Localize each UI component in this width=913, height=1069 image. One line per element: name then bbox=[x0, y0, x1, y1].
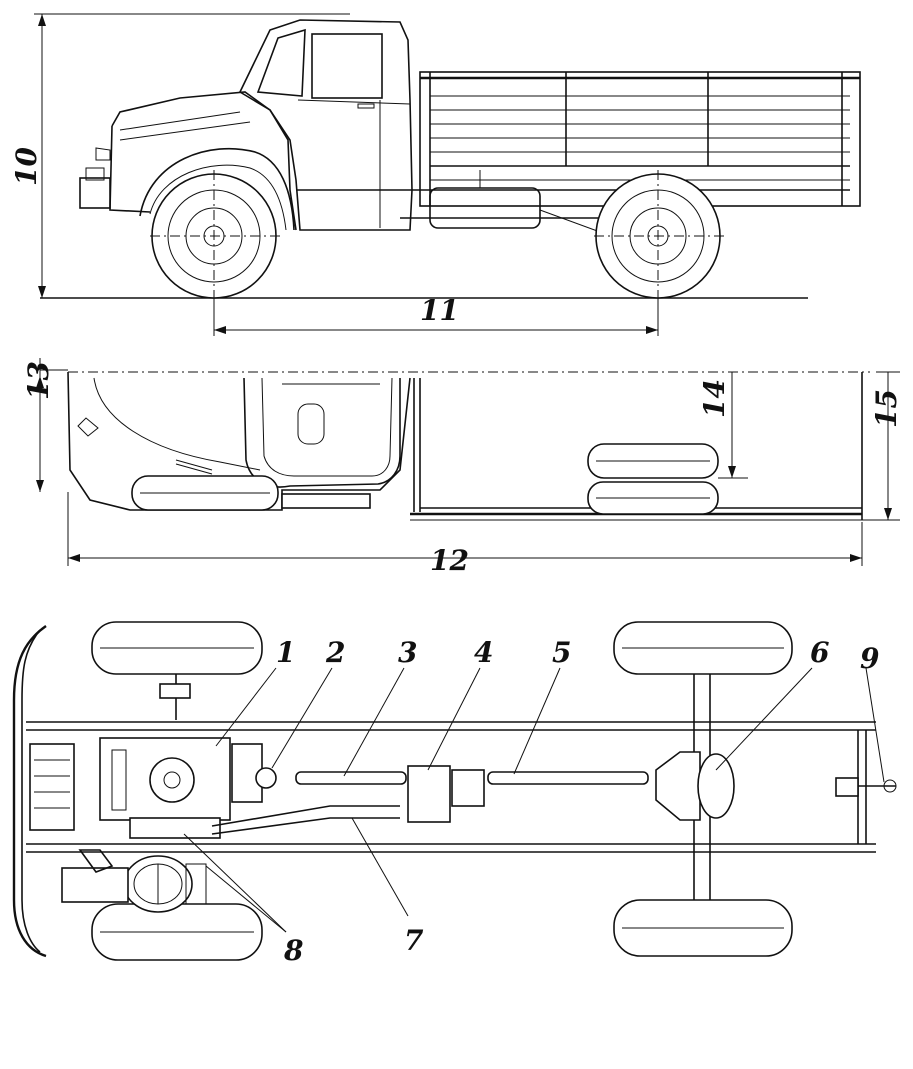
callout-8: 8 bbox=[283, 934, 303, 967]
callout-7: 7 bbox=[404, 924, 424, 957]
callout-6: 6 bbox=[810, 636, 829, 669]
callout-1: 1 bbox=[276, 636, 295, 669]
dim-label-12: 12 bbox=[430, 544, 469, 577]
callout-3: 3 bbox=[398, 636, 417, 669]
side-view bbox=[34, 13, 861, 336]
top-profile-view bbox=[36, 358, 900, 566]
callout-9: 9 bbox=[860, 642, 879, 675]
dim-label-14: 14 bbox=[698, 379, 731, 418]
dim-label-13: 13 bbox=[22, 361, 55, 400]
callout-5: 5 bbox=[552, 636, 571, 669]
chassis-plan-view bbox=[12, 621, 897, 961]
dim-label-15: 15 bbox=[870, 389, 903, 428]
callout-4: 4 bbox=[474, 636, 493, 669]
callout-2: 2 bbox=[325, 636, 345, 669]
dim-label-10: 10 bbox=[10, 147, 43, 186]
dim-label-11: 11 bbox=[420, 294, 459, 327]
